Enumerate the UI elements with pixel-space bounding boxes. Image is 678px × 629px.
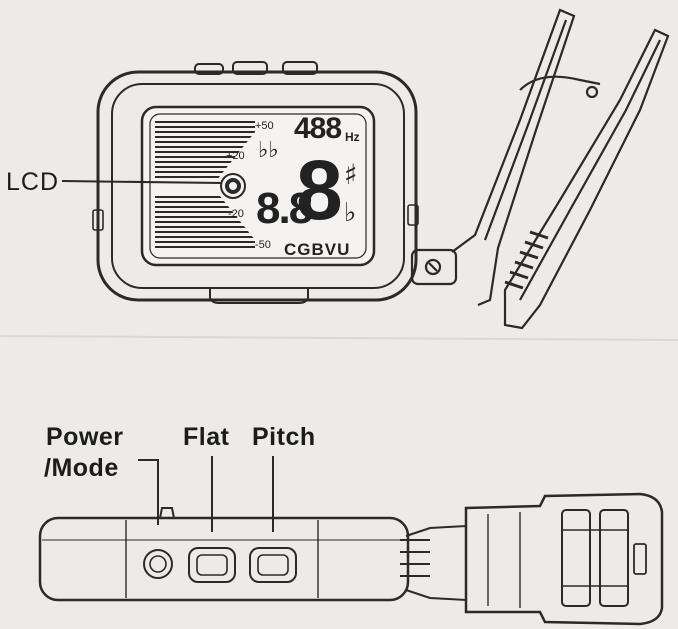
hinge-screw-icon — [424, 258, 442, 276]
top-knob — [159, 507, 175, 519]
lcd-center-target-icon — [220, 173, 246, 199]
tuner-body-inner — [111, 83, 405, 289]
pitch-button — [249, 547, 297, 583]
clip-front-jaw — [451, 8, 576, 307]
top-button-3 — [282, 61, 318, 75]
tuner-top-view — [38, 492, 664, 626]
bottom-tab — [209, 288, 309, 304]
clip-head-top — [464, 492, 664, 626]
paper-fold — [0, 335, 678, 341]
left-notch — [92, 209, 104, 231]
clip-pivot-icon — [585, 85, 599, 99]
power-mode-label-line2: /Mode — [44, 454, 119, 482]
scale-mark-minus50: -50 — [255, 239, 271, 251]
right-notch — [407, 204, 419, 226]
double-flat-icon: ♭♭ — [258, 138, 279, 163]
lcd-leader-line — [61, 180, 223, 184]
sharp-icon: ♯ — [344, 158, 358, 191]
clip-back-jaw-inner — [519, 39, 661, 301]
button-leader-lines — [138, 456, 274, 532]
frequency-unit: Hz — [345, 130, 360, 144]
clip-back-jaw — [503, 28, 670, 330]
frequency-readout: 488 — [294, 112, 342, 145]
string-letters: CGBVU — [284, 240, 351, 259]
lcd-screen — [149, 113, 367, 259]
clip-grip-ridges — [504, 230, 549, 290]
clip-jaw-left — [561, 509, 591, 607]
clip-neck-ridges — [400, 539, 430, 577]
clip-spring — [519, 75, 601, 91]
clip-jaw-right — [599, 509, 629, 607]
tuner-top-body — [38, 516, 410, 602]
flat-label: Flat — [183, 423, 230, 451]
power-mode-leader — [138, 459, 159, 525]
pitch-label: Pitch — [252, 423, 316, 451]
power-mode-label-line1: Power — [46, 423, 124, 451]
flat-button — [188, 547, 236, 583]
lcd-label: LCD — [6, 168, 60, 196]
flat-icon: ♭ — [344, 198, 357, 228]
hinge-mount — [410, 248, 458, 286]
power-button — [143, 549, 173, 579]
scale-mark-plus20: +20 — [226, 150, 245, 162]
top-button-1 — [194, 63, 224, 75]
tuner-body-outer — [96, 70, 418, 302]
scale-mark-plus50: +50 — [255, 120, 274, 132]
top-button-2 — [232, 61, 268, 75]
scale-mark-minus20: -20 — [228, 208, 244, 220]
note-digits: 8.8 — [256, 184, 313, 233]
clip-front-jaw-inner — [483, 19, 568, 241]
clip-side-view — [410, 8, 670, 330]
note-big-digit: 8 — [296, 143, 343, 237]
